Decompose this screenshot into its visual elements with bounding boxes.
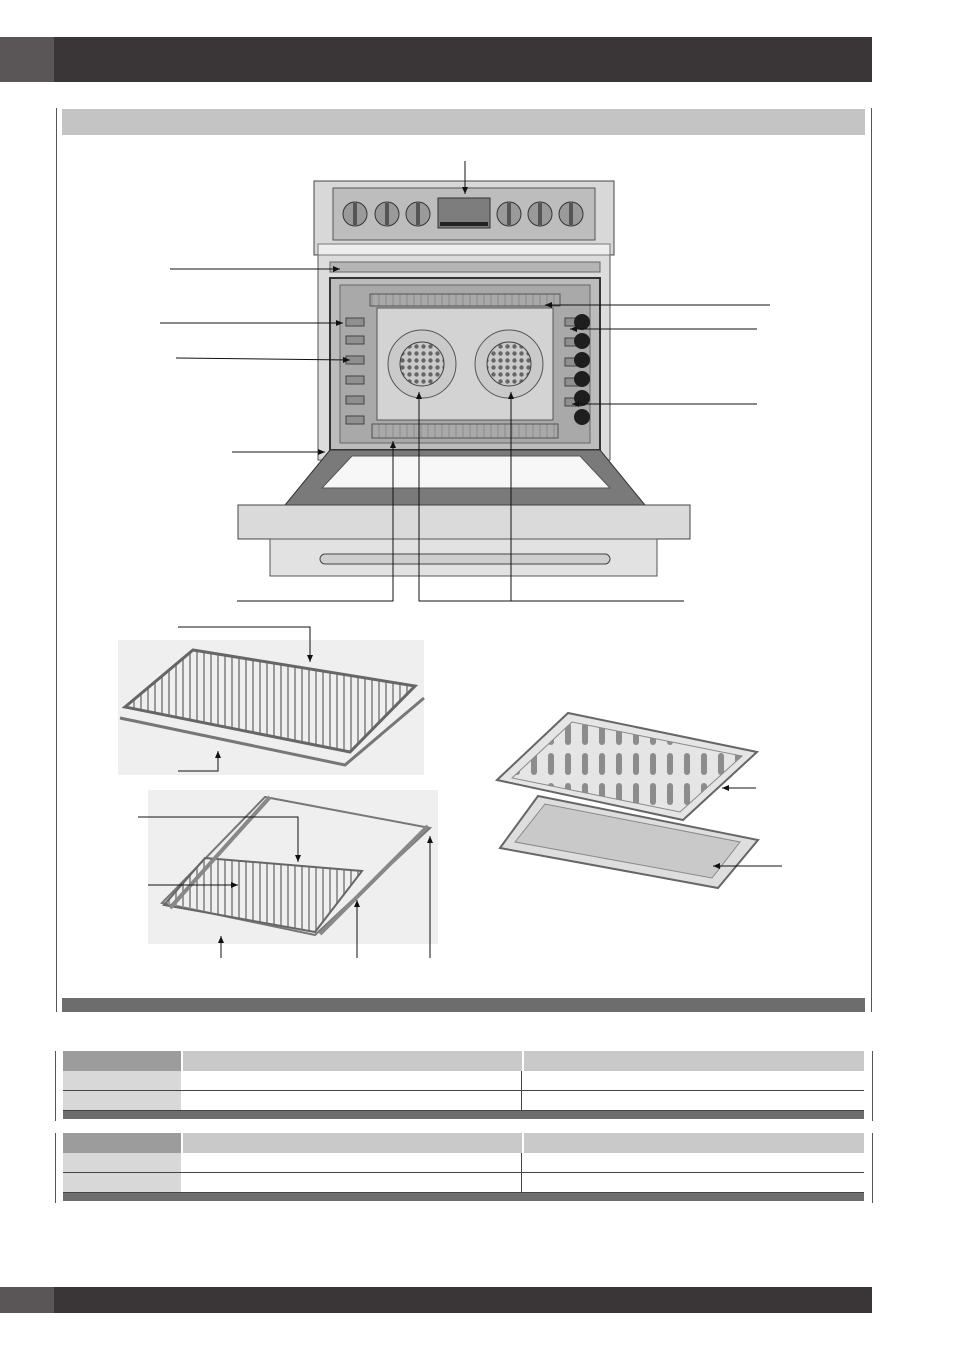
table-row bbox=[63, 1091, 864, 1111]
table2-border-left bbox=[55, 1133, 56, 1203]
table-row bbox=[63, 1071, 864, 1091]
header-tab bbox=[0, 37, 54, 82]
oven-unit bbox=[237, 180, 691, 577]
table-header-cell bbox=[181, 1051, 522, 1071]
section-border-right bbox=[871, 108, 872, 1012]
table-cell bbox=[63, 1071, 181, 1090]
footer-tab bbox=[0, 1287, 54, 1313]
table-cell bbox=[181, 1091, 522, 1110]
table-header-cell bbox=[181, 1133, 522, 1153]
table-cell bbox=[181, 1071, 522, 1090]
section-bottom-rule bbox=[62, 998, 865, 1012]
section-title-bar bbox=[62, 109, 865, 135]
table-header-row bbox=[63, 1133, 864, 1153]
table-header-cell bbox=[522, 1133, 864, 1153]
table-cell bbox=[522, 1091, 864, 1110]
spec-table-1 bbox=[63, 1051, 864, 1119]
footer-bar bbox=[54, 1287, 872, 1313]
table-header-cell bbox=[63, 1133, 181, 1153]
table-bottom-rule bbox=[63, 1111, 864, 1119]
table-cell bbox=[522, 1071, 864, 1090]
table-cell bbox=[181, 1173, 522, 1192]
table2-border-right bbox=[872, 1133, 873, 1203]
table1-border-left bbox=[55, 1051, 56, 1121]
table-cell bbox=[63, 1173, 181, 1192]
table-cell bbox=[181, 1153, 522, 1172]
table-row bbox=[63, 1173, 864, 1193]
section-border-left bbox=[56, 108, 57, 1012]
table-cell bbox=[63, 1091, 181, 1110]
header-bar bbox=[54, 37, 872, 82]
telescopic-rack bbox=[148, 790, 438, 944]
table-header-cell bbox=[522, 1051, 864, 1071]
table-cell bbox=[522, 1153, 864, 1172]
spec-table-2 bbox=[63, 1133, 864, 1201]
table1-border-right bbox=[872, 1051, 873, 1121]
table-cell bbox=[522, 1173, 864, 1192]
table-cell bbox=[63, 1153, 181, 1172]
table-bottom-rule bbox=[63, 1193, 864, 1201]
convection-fan-left bbox=[387, 329, 457, 399]
flat-rack bbox=[118, 640, 425, 775]
broil-pan-insert bbox=[494, 711, 760, 822]
table-header-row bbox=[63, 1051, 864, 1071]
table-header-cell bbox=[63, 1051, 181, 1071]
control-panel bbox=[313, 180, 615, 256]
convection-fan-right bbox=[474, 329, 544, 399]
table-row bbox=[63, 1153, 864, 1173]
broil-pan bbox=[498, 794, 760, 890]
